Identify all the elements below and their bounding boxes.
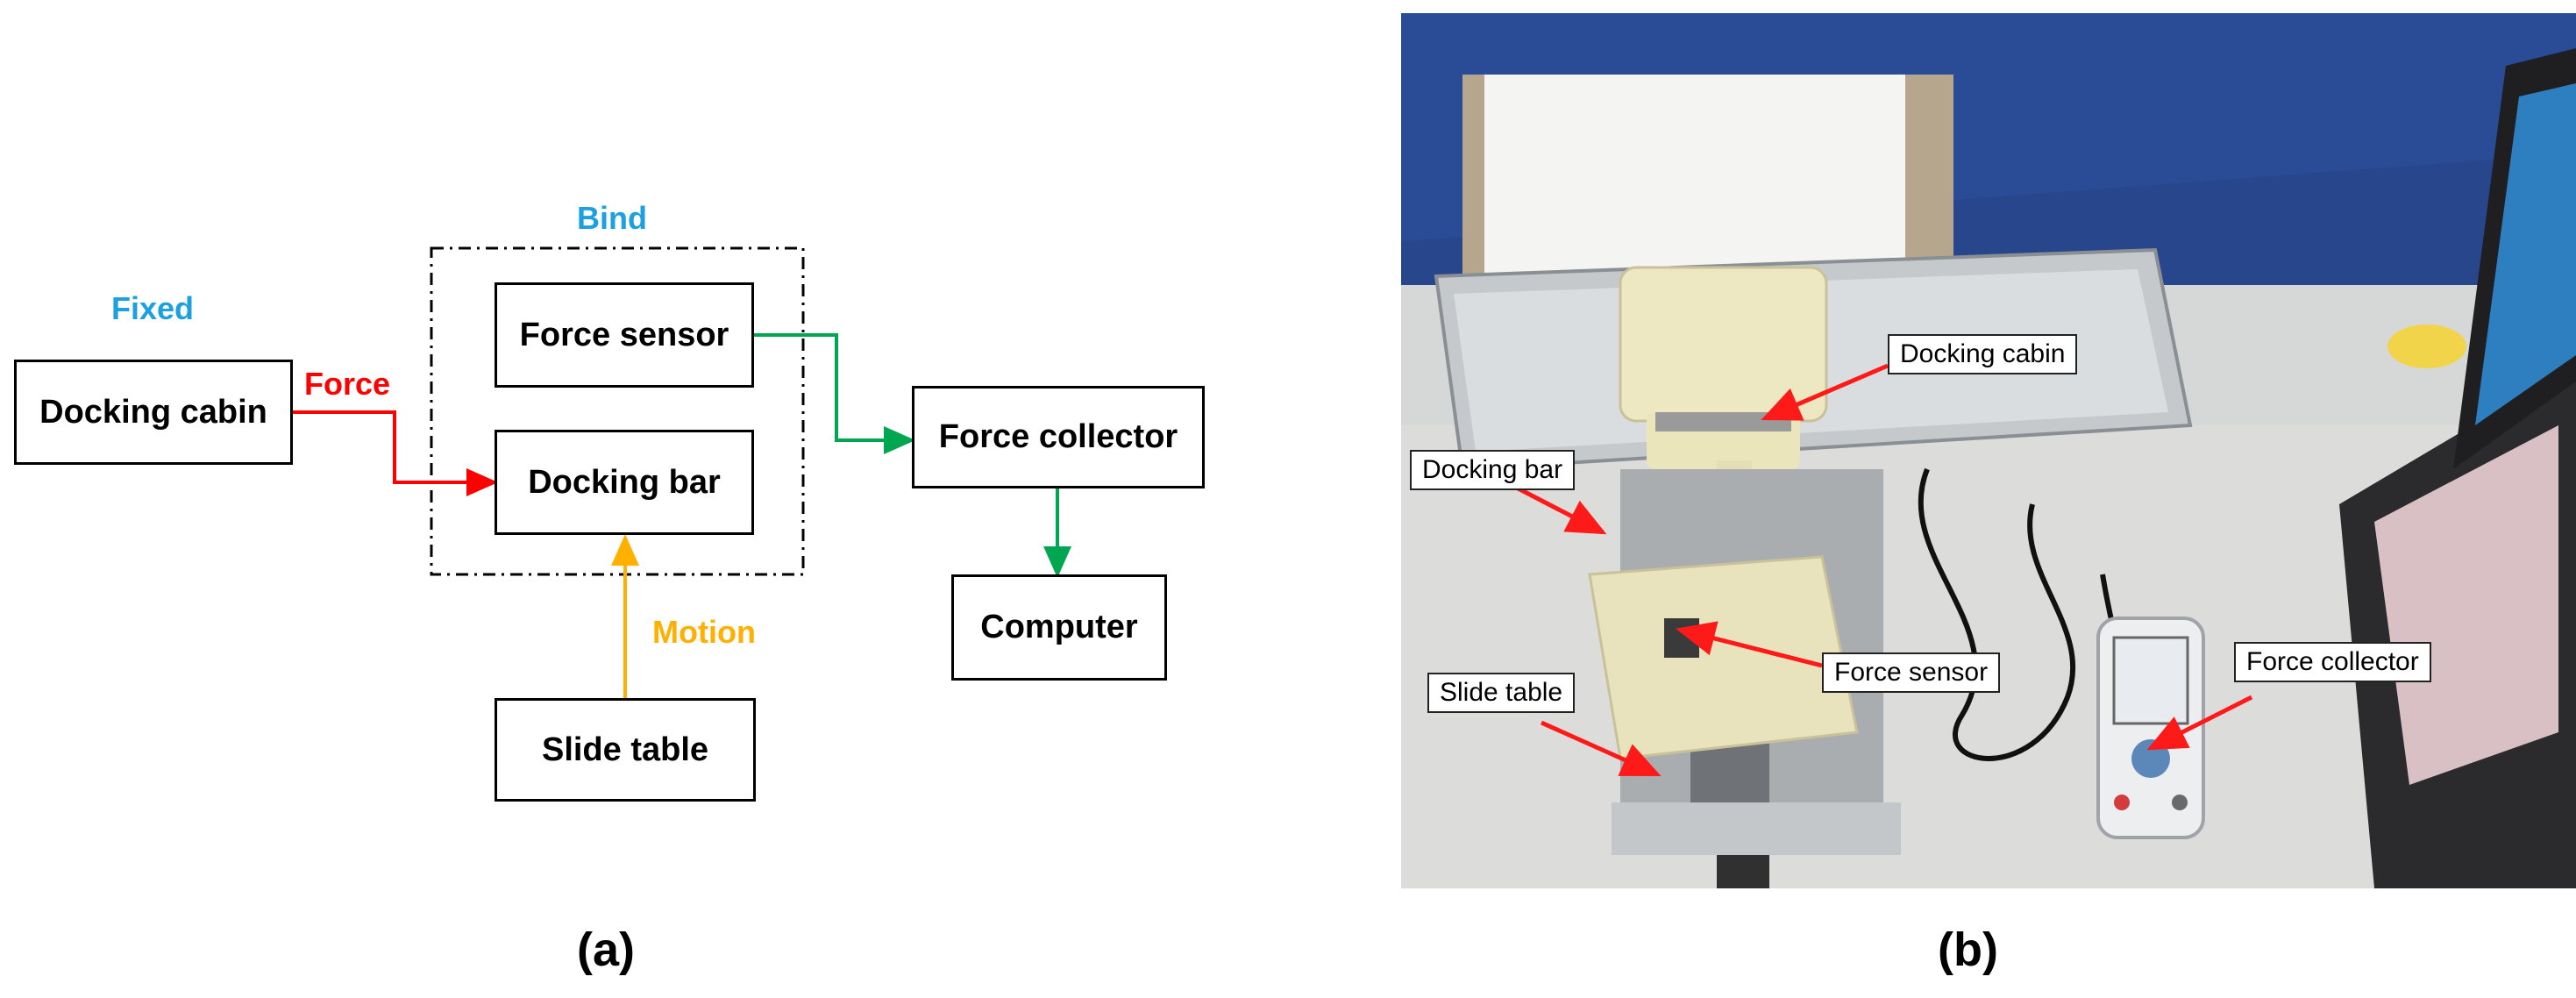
bind-frame [430, 246, 805, 576]
docking-cabin-box: Docking cabin [14, 360, 293, 465]
callout-force-collector: Force collector [2234, 642, 2431, 682]
slide-table-box: Slide table [495, 698, 756, 802]
force-collector-box: Force collector [912, 386, 1205, 488]
force-label: Force [304, 366, 391, 402]
caption-a: (a) [577, 923, 635, 976]
force-arrow [293, 410, 498, 496]
photo-callout-arrows [1503, 363, 2253, 777]
computer-box: Computer [951, 574, 1167, 681]
callout-docking-cabin: Docking cabin [1888, 334, 2078, 374]
motion-label: Motion [652, 614, 756, 650]
callout-slide-table: Slide table [1427, 673, 1576, 713]
caption-b: (b) [1938, 923, 1998, 976]
callout-force-sensor: Force sensor [1822, 652, 2001, 693]
docking-bar-box: Docking bar [495, 430, 754, 535]
force-sensor-box: Force sensor [495, 282, 754, 388]
test-rig-photo: Docking cabin Docking bar Force sensor S… [1401, 13, 2576, 888]
bind-label: Bind [577, 200, 647, 236]
sensor-to-collector-arrow [754, 333, 915, 454]
callout-docking-bar: Docking bar [1410, 450, 1576, 490]
fixed-label: Fixed [111, 290, 195, 326]
